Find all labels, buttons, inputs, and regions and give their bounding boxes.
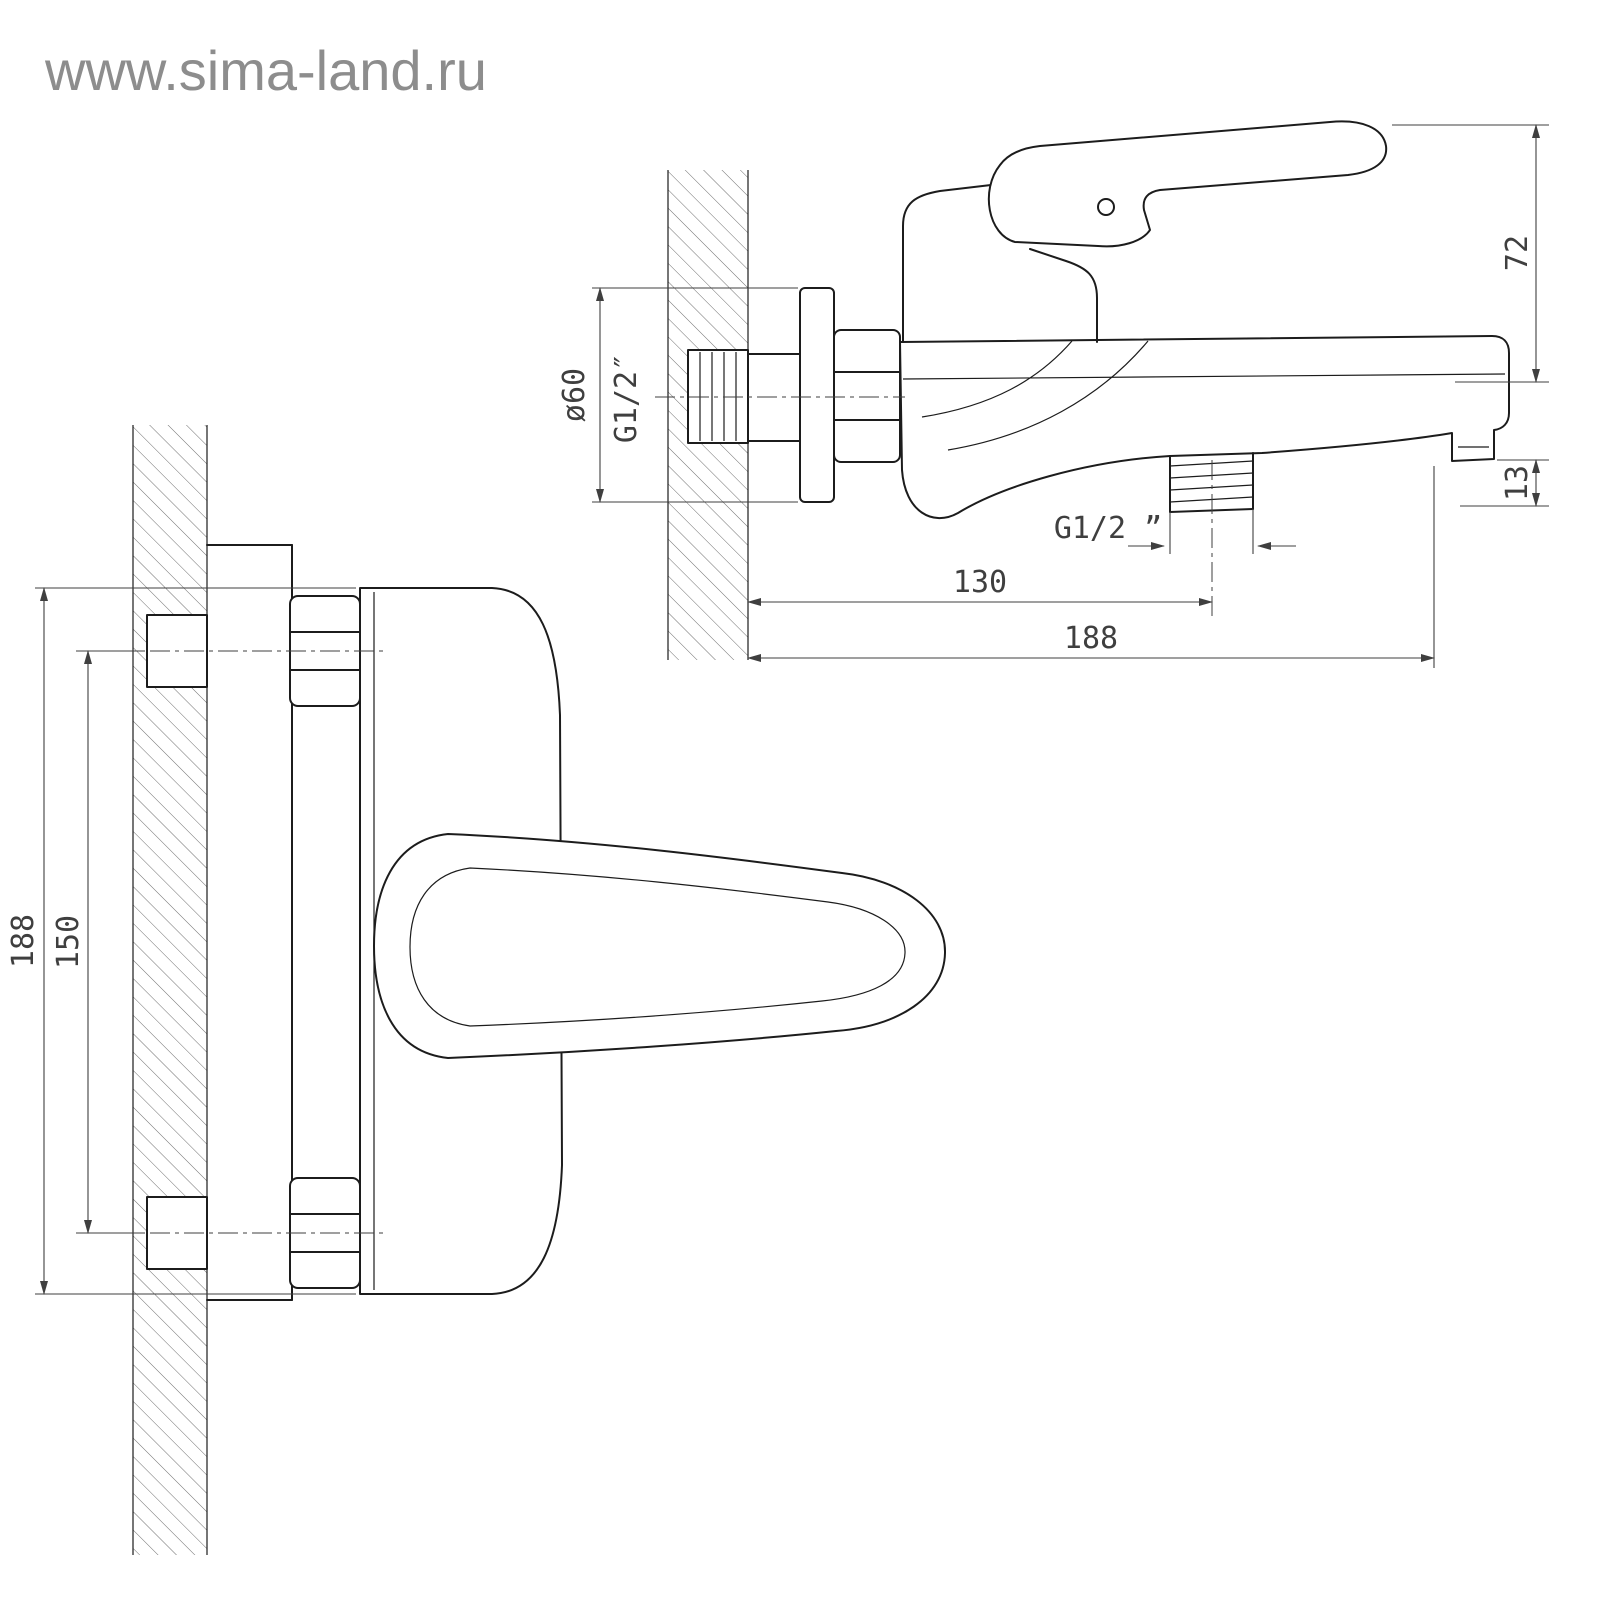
hex-nut-side <box>833 329 901 463</box>
dim-label-188-side: 188 <box>1064 621 1118 656</box>
dim-label-diameter: ø60 <box>557 368 592 422</box>
dim-height-72: 72 <box>1392 124 1549 383</box>
dim-label-wall-thread: G1/2″ <box>609 353 644 443</box>
wall-hatch <box>133 425 207 1555</box>
dim-drop-13: 13 <box>1460 459 1549 507</box>
dim-label-72: 72 <box>1500 235 1535 271</box>
valve-column-side <box>902 182 1098 343</box>
dim-reach-130: 130 <box>747 565 1213 606</box>
dim-connection-150: 150 <box>51 650 145 1234</box>
dim-label-shower-thread: G1/2 ” <box>1054 511 1162 546</box>
side-view: ø60 G1/2″ 72 13 G1/2 ” 130 <box>557 120 1549 668</box>
cartridge-housing-right <box>1029 248 1098 343</box>
dim-reach-188: 188 <box>747 466 1435 668</box>
lever-handle-front-inner <box>409 867 906 1027</box>
cartridge-housing-left <box>902 182 1009 343</box>
lever-handle-front-outline <box>373 833 947 1059</box>
dim-label-188-front: 188 <box>6 914 41 968</box>
handle-front <box>373 833 947 1059</box>
body-junction-curve <box>921 340 1073 418</box>
centerlines-side <box>655 396 1213 618</box>
watermark-text: www.sima-land.ru <box>44 39 487 102</box>
handle-side <box>987 120 1388 248</box>
dim-label-13: 13 <box>1500 465 1535 501</box>
dim-overall-height-188: 188 <box>6 587 356 1295</box>
escutcheon-flange <box>799 287 835 503</box>
dim-label-130: 130 <box>953 565 1007 600</box>
centerlines-front <box>150 650 385 1234</box>
dim-shower-thread-label: G1/2 ” <box>1054 509 1296 554</box>
body-junction-curve <box>947 340 1149 451</box>
body-and-spout-outline <box>899 335 1510 520</box>
spout-top-inner-line <box>902 373 1506 380</box>
front-view: 188 150 <box>6 425 947 1555</box>
dim-label-150: 150 <box>51 915 86 969</box>
dim-flange-diameter: ø60 G1/2″ <box>557 287 798 503</box>
lever-handle-side-outline <box>987 120 1388 248</box>
handle-screw-detail <box>1097 198 1115 216</box>
wall-section-front <box>132 425 208 1555</box>
mixer-body-side <box>899 335 1510 520</box>
